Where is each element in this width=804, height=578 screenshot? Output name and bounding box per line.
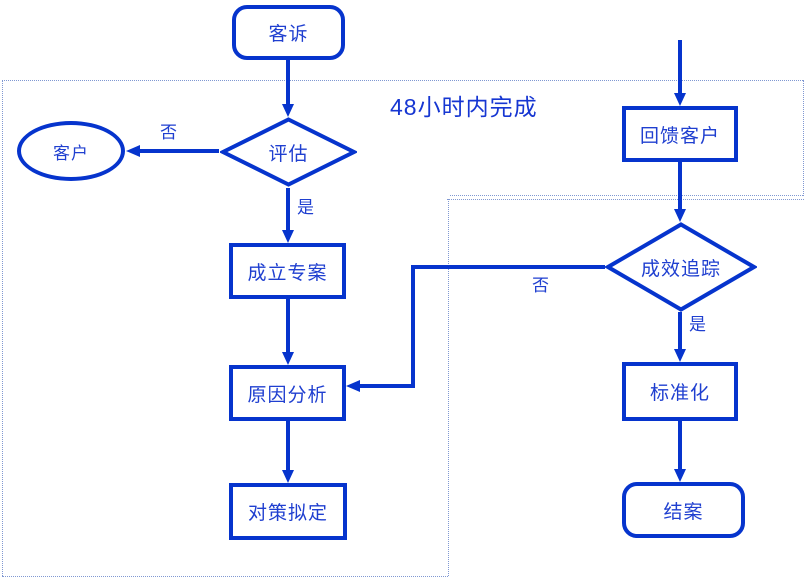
node-countermeasure-label: 对策拟定 — [247, 503, 328, 524]
arrow-evaluate-to-customer — [126, 145, 219, 157]
arrow-standardize-to-close — [674, 421, 686, 482]
diamond-shape — [220, 117, 357, 187]
node-track-label: 成效追踪 — [640, 258, 721, 280]
arrow-cause-to-countermeasure — [282, 421, 294, 483]
dashed-border-left — [2, 80, 3, 576]
dashed-border-inner-horizontal-2 — [450, 195, 803, 196]
arrow-track-to-cause-elbow — [346, 265, 605, 392]
node-countermeasure: 对策拟定 — [229, 483, 347, 540]
node-evaluate-label: 评估 — [268, 143, 309, 165]
edge-label-evaluate-yes: 是 — [297, 198, 314, 217]
arrow-feedback-to-track — [674, 162, 686, 222]
node-feedback-label: 回馈客户 — [639, 125, 720, 147]
arrow-into-feedback — [674, 40, 686, 106]
diamond-shape — [605, 222, 757, 312]
node-evaluate: 评估 — [220, 117, 357, 187]
node-project: 成立专案 — [229, 243, 346, 299]
dashed-border-top — [2, 80, 803, 81]
edge-label-track-no: 否 — [532, 276, 549, 295]
node-close: 结案 — [622, 482, 745, 538]
node-standardize-label: 标准化 — [649, 383, 710, 404]
dashed-border-bottom-left — [2, 576, 448, 577]
node-customer-label: 客户 — [53, 143, 89, 163]
arrow-complaint-to-evaluate — [282, 60, 294, 117]
node-feedback: 回馈客户 — [622, 106, 738, 162]
arrow-evaluate-to-project — [282, 188, 294, 243]
dashed-border-inner-vertical — [448, 199, 449, 576]
duration-note: 48小时内完成 — [390, 94, 538, 120]
dashed-border-inner-horizontal — [447, 199, 804, 200]
edge-label-track-yes: 是 — [689, 315, 706, 334]
node-cause: 原因分析 — [229, 365, 346, 421]
node-standardize: 标准化 — [622, 362, 738, 421]
node-complaint-label: 客诉 — [268, 24, 309, 45]
node-customer: 客户 — [17, 121, 125, 181]
node-track: 成效追踪 — [605, 222, 757, 312]
node-close-label: 结案 — [663, 501, 704, 523]
arrow-track-to-standardize — [674, 312, 686, 362]
node-cause-label: 原因分析 — [247, 384, 328, 406]
node-complaint: 客诉 — [232, 5, 345, 60]
edge-label-evaluate-no: 否 — [160, 123, 177, 142]
node-project-label: 成立专案 — [247, 262, 328, 284]
arrow-project-to-cause — [282, 299, 294, 365]
